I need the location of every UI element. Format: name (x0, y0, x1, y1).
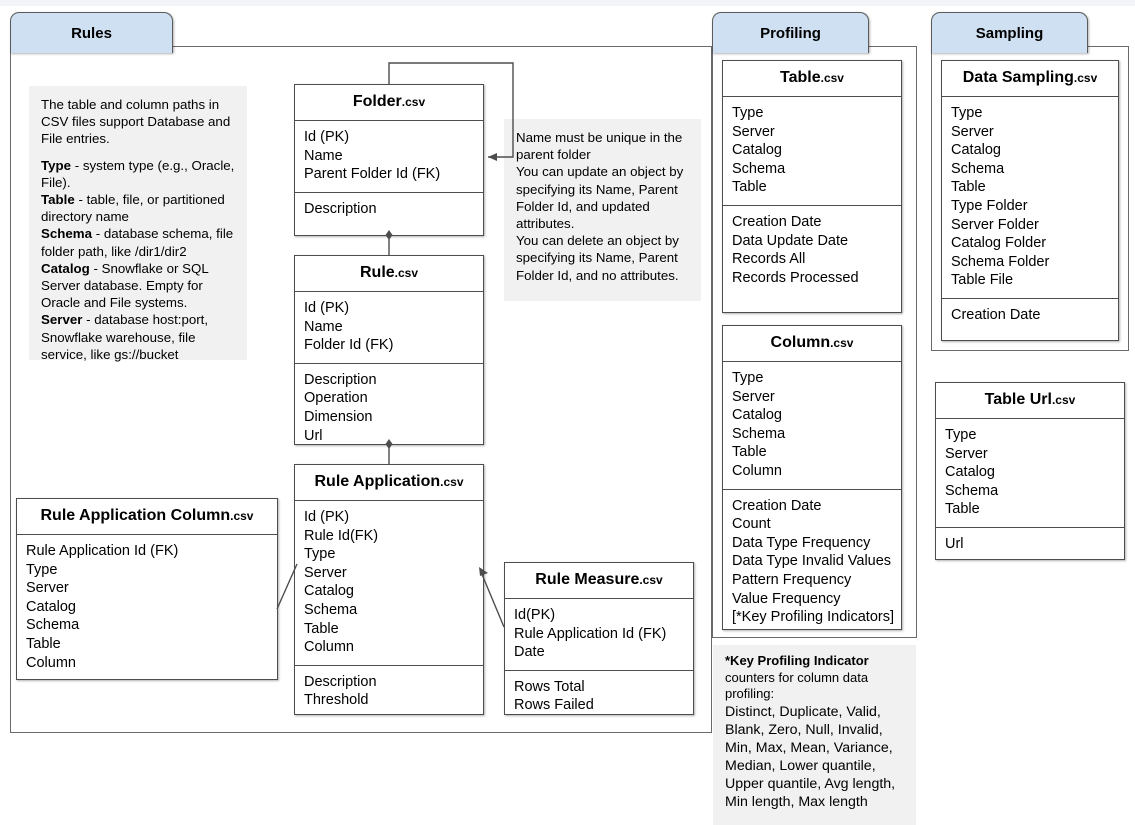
entity-table-url-keys: Type Server Catalog Schema Table (945, 427, 999, 518)
entity-rule-measure[interactable]: Rule Measure.csv Id(PK) Rule Application… (504, 562, 694, 715)
note-paths-item-catalog: Catalog - Snowflake or SQL Server databa… (41, 260, 209, 311)
entity-table[interactable]: Table.csv Type Server Catalog Schema Tab… (722, 60, 902, 313)
entity-folder[interactable]: Folder.csv Id (PK) Name Parent Folder Id… (294, 84, 484, 236)
note-paths-item-type: Type - system type (e.g., Oracle, File). (41, 157, 235, 190)
note-paths-item-schema: Schema - database schema, file folder pa… (41, 226, 234, 259)
entity-rule-measure-attrs: Rows Total Rows Failed (505, 669, 693, 723)
tab-profiling[interactable]: Profiling (712, 12, 869, 53)
note-paths-item-server: Server - database host:port, Snowflake w… (41, 312, 209, 362)
entity-folder-title: Folder.csv (295, 85, 483, 121)
entity-rule-attrs: Description Operation Dimension Url (295, 362, 483, 453)
entity-rule-application-column[interactable]: Rule Application Column.csv Rule Applica… (16, 498, 278, 680)
entity-rule-measure-title: Rule Measure.csv (505, 563, 693, 599)
entity-rule-title: Rule.csv (295, 256, 483, 292)
entity-rule-application-column-keys: Rule Application Id (FK) Type Server Cat… (26, 543, 179, 671)
note-kpi-list: Distinct, Duplicate, Valid, Blank, Zero,… (725, 703, 896, 810)
entity-folder-attrs: Description (295, 191, 483, 235)
entity-table-url[interactable]: Table Url.csv Type Server Catalog Schema… (935, 382, 1125, 560)
tab-sampling[interactable]: Sampling (931, 12, 1088, 53)
entity-data-sampling-attrs: Creation Date (942, 297, 1118, 340)
entity-column-keys: Type Server Catalog Schema Table Column (732, 370, 786, 479)
note-paths: The table and column paths in CSV files … (29, 86, 247, 362)
note-paths-intro: The table and column paths in CSV files … (41, 97, 231, 147)
entity-rule-application-attrs: Description Threshold (295, 664, 483, 718)
top-strip (0, 0, 1135, 6)
entity-table-url-title: Table Url.csv (936, 383, 1124, 419)
note-paths-item-table: Table - table, file, or partitioned dire… (41, 192, 225, 225)
entity-column-title: Column.csv (723, 326, 901, 362)
note-kpi-lead: counters for column data profiling: (725, 669, 869, 702)
entity-rule-application-keys: Id (PK) Rule Id(FK) Type Server Catalog … (304, 509, 379, 656)
entity-column-attrs: Creation Date Count Data Type Frequency … (723, 488, 901, 635)
entity-rule-measure-keys: Id(PK) Rule Application Id (FK) Date (514, 607, 667, 661)
entity-table-url-attrs: Url (936, 526, 1124, 562)
note-kpi: *Key Profiling Indicator counters for co… (713, 645, 916, 825)
entity-data-sampling-keys: Type Server Catalog Schema Table Type Fo… (951, 105, 1050, 289)
entity-column[interactable]: Column.csv Type Server Catalog Schema Ta… (722, 325, 902, 630)
entity-data-sampling-title: Data Sampling.csv (942, 61, 1118, 97)
entity-table-attrs: Creation Date Data Update Date Records A… (723, 204, 901, 312)
entity-rule-application-column-title: Rule Application Column.csv (17, 499, 277, 535)
note-unique-name: Name must be unique in the parent folder… (504, 119, 701, 301)
entity-rule[interactable]: Rule.csv Id (PK) Name Folder Id (FK) Des… (294, 255, 484, 445)
note-kpi-term: *Key Profiling Indicator (725, 653, 869, 668)
note-paths-spacer (41, 148, 235, 157)
entity-rule-application-title: Rule Application.csv (295, 465, 483, 501)
entity-table-keys: Type Server Catalog Schema Table (732, 105, 786, 196)
entity-data-sampling[interactable]: Data Sampling.csv Type Server Catalog Sc… (941, 60, 1119, 341)
entity-rule-keys: Id (PK) Name Folder Id (FK) (304, 300, 394, 354)
entity-rule-application[interactable]: Rule Application.csv Id (PK) Rule Id(FK)… (294, 464, 484, 715)
tab-rules[interactable]: Rules (10, 12, 173, 53)
entity-table-title: Table.csv (723, 61, 901, 97)
entity-folder-keys: Id (PK) Name Parent Folder Id (FK) (304, 129, 441, 183)
